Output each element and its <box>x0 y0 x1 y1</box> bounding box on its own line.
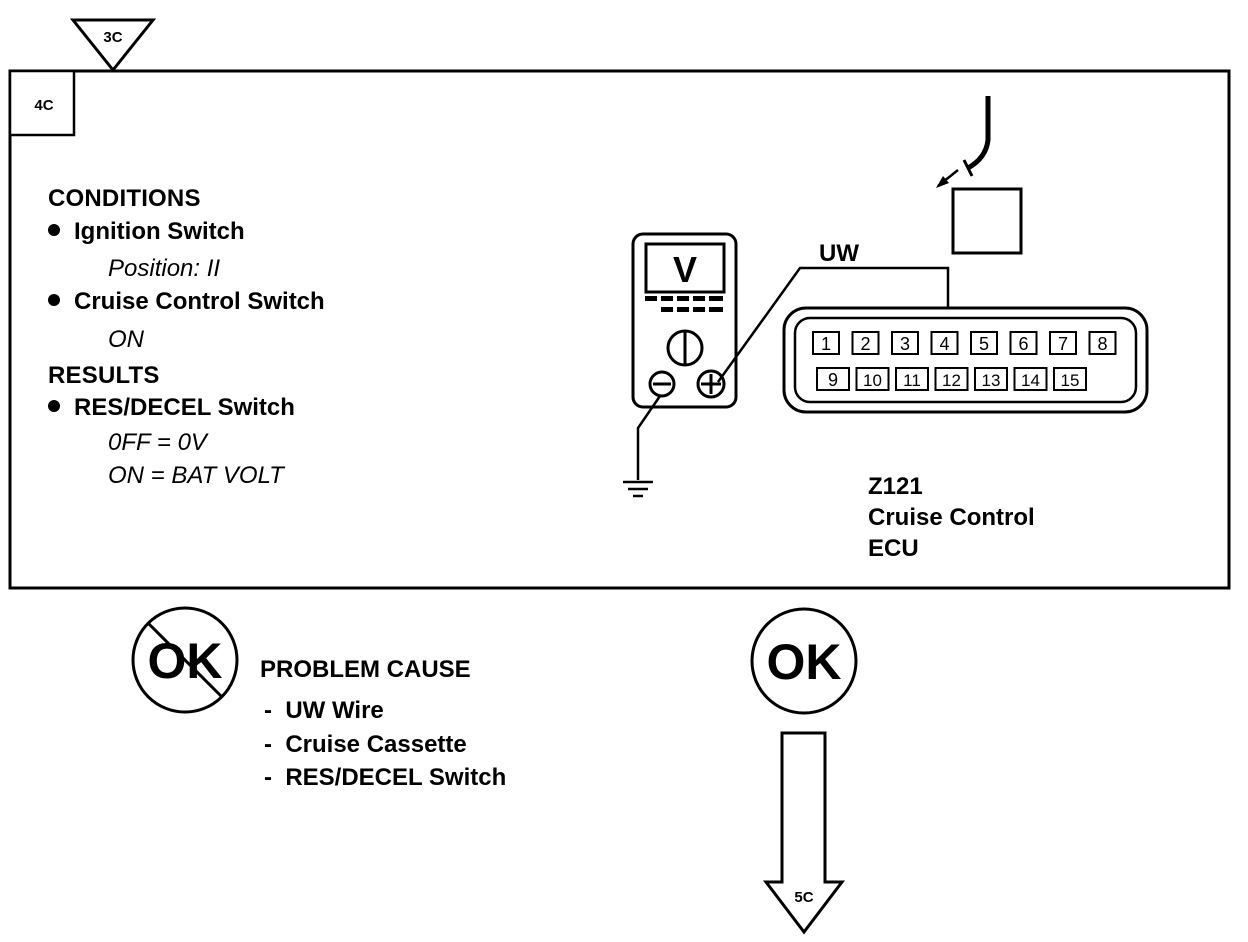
condition-item-cruise-switch: Cruise Control Switch <box>48 288 325 316</box>
condition-item-ignition: Ignition Switch <box>48 218 245 246</box>
connector-pin-10: 10 <box>855 367 890 391</box>
connector-pin-7: 7 <box>1049 331 1077 355</box>
connector-pin-label: 15 <box>1061 371 1080 390</box>
connector-pin-label: 2 <box>860 334 870 354</box>
connector-pin-14: 14 <box>1013 367 1048 391</box>
condition-label: Ignition Switch <box>74 218 245 245</box>
condition-label: Cruise Control Switch <box>74 288 325 315</box>
meter-display: V <box>673 249 697 290</box>
connector-pin-label: 9 <box>828 370 838 390</box>
step-frame <box>8 69 1231 590</box>
next-step-arrow: 5C <box>762 731 846 935</box>
uw-wire <box>716 266 950 383</box>
not-ok-symbol: OK <box>131 606 239 714</box>
result-item-res-decel: RES/DECEL Switch <box>48 394 295 422</box>
step-badge: 4C <box>8 69 76 137</box>
connector-pin-12: 12 <box>934 367 969 391</box>
connector-pin-2: 2 <box>851 331 880 355</box>
connector-pin-8: 8 <box>1088 331 1117 355</box>
connector-pin-11: 11 <box>895 367 929 391</box>
ecu-code: Z121 <box>868 473 923 500</box>
ecu-name-line1: Cruise Control <box>868 504 1035 531</box>
positive-terminal <box>696 369 726 399</box>
cause-item: - RES/DECEL Switch <box>264 764 507 791</box>
bullet-icon <box>48 294 60 306</box>
connector-pin-label: 4 <box>939 334 949 354</box>
connector-pin-5: 5 <box>970 331 998 355</box>
ecu-name-line2: ECU <box>868 535 919 562</box>
next-step-label: 5C <box>794 889 813 906</box>
from-step-label: 3C <box>103 29 122 46</box>
cause-item: - UW Wire <box>264 697 384 724</box>
voltmeter: V <box>631 232 738 409</box>
connector-pin-15: 15 <box>1053 367 1087 391</box>
connector-pin-label: 13 <box>982 371 1001 390</box>
harness-plug <box>936 96 1023 255</box>
connector-pin-label: 11 <box>903 371 921 390</box>
result-detail-on: ON = BAT VOLT <box>108 462 284 489</box>
result-detail-off: 0FF = 0V <box>108 429 207 456</box>
condition-detail-ignition: Position: II <box>108 255 221 282</box>
connector-pin-label: 1 <box>821 334 831 354</box>
connector-pin-1: 1 <box>812 331 840 355</box>
problem-cause-heading: PROBLEM CAUSE <box>260 656 471 683</box>
connector-pin-label: 8 <box>1097 334 1107 354</box>
ground-lead <box>623 395 662 498</box>
connector-pin-6: 6 <box>1009 331 1038 355</box>
harness-arrow-icon <box>936 176 949 188</box>
negative-terminal <box>648 370 676 398</box>
connector-pin-label: 7 <box>1058 334 1068 354</box>
connector-pin-9: 9 <box>816 367 850 391</box>
ok-symbol: OK <box>750 607 858 715</box>
connector-pin-3: 3 <box>891 331 919 355</box>
conditions-heading: CONDITIONS <box>48 185 201 212</box>
bullet-icon <box>48 400 60 412</box>
ok-text: OK <box>767 634 842 690</box>
results-heading: RESULTS <box>48 362 160 389</box>
connector-pin-13: 13 <box>974 367 1008 391</box>
meter-keys <box>645 296 723 312</box>
connector-pin-label: 3 <box>900 334 910 354</box>
ecu-connector <box>782 306 1149 414</box>
bullet-icon <box>48 224 60 236</box>
connector-pin-label: 10 <box>863 371 882 390</box>
step-badge-label: 4C <box>34 97 53 114</box>
connector-pin-4: 4 <box>930 331 959 355</box>
cause-item: - Cruise Cassette <box>264 731 467 758</box>
ecu-label: Z121 Cruise Control ECU <box>868 471 1035 564</box>
connector-pin-label: 14 <box>1021 371 1040 390</box>
from-step-marker: 3C <box>69 18 157 73</box>
connector-pin-label: 5 <box>979 334 989 354</box>
wire-label: UW <box>819 240 859 267</box>
connector-pin-label: 6 <box>1018 334 1028 354</box>
connector-pin-label: 12 <box>942 371 961 390</box>
result-label: RES/DECEL Switch <box>74 394 295 421</box>
condition-detail-cruise-switch: ON <box>108 326 144 353</box>
